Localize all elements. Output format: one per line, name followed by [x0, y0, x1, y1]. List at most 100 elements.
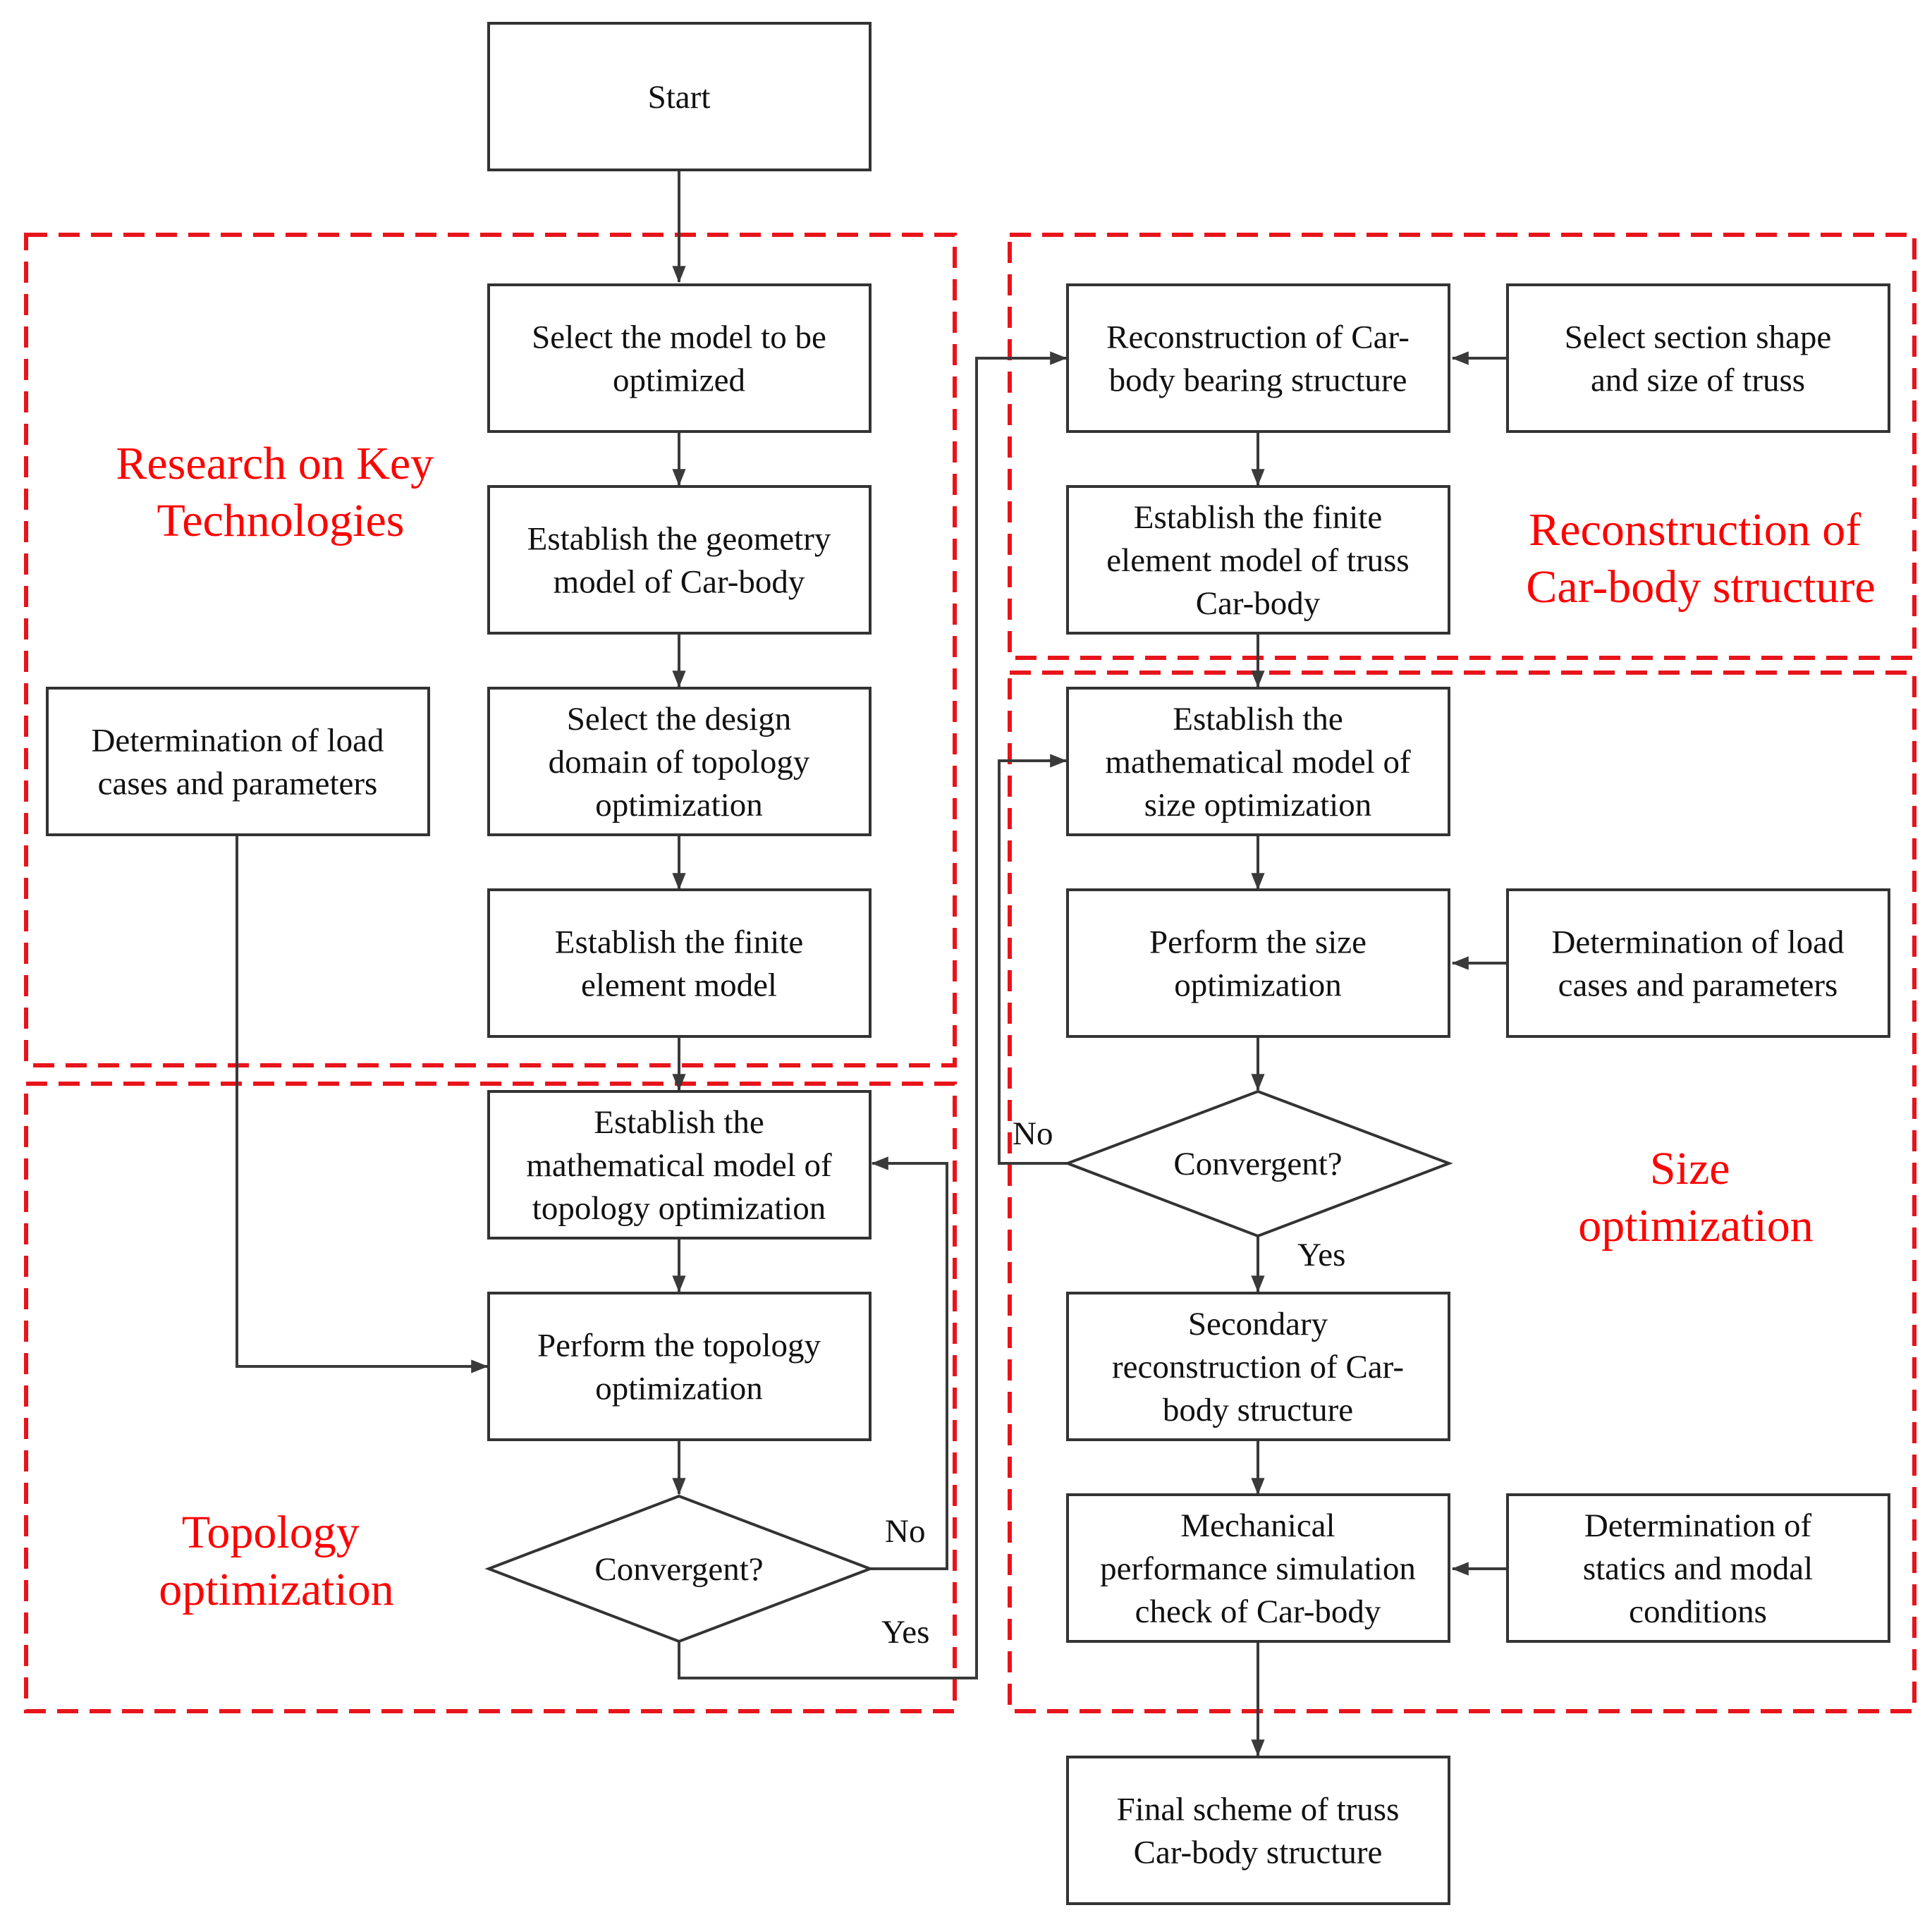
math-model-size-line-2: mathematical model of [1105, 744, 1411, 781]
node-math-model-size-box [1066, 687, 1450, 836]
convergent-topology-line-1: Convergent? [594, 1551, 763, 1588]
node-start-label: Start [648, 79, 711, 116]
node-geometry-model-label: Establish the geometry model of Car-body [527, 521, 831, 601]
node-section-shape: Select section shape and size of truss [1506, 283, 1890, 433]
region-topology-box [24, 1082, 957, 1713]
mechanical-check-line-1: Mechanical [1180, 1507, 1335, 1544]
region-label-reconstruction: Reconstruction of Car-body structure [1526, 504, 1875, 613]
node-load-cases-right-label: Determination of load cases and parameter… [1551, 924, 1844, 1004]
node-reconstruction-bearing: Reconstruction of Car-body bearing struc… [1066, 283, 1450, 433]
region-label-size: Size optimization [1578, 1143, 1814, 1251]
edge-size-no-loop [998, 754, 1068, 1165]
node-section-shape-label: Select section shape and size of truss [1565, 319, 1831, 399]
select-model-line-1: Select the model to be [532, 319, 826, 356]
node-secondary-reconstruction-box [1066, 1292, 1450, 1441]
node-select-model-box [487, 283, 872, 433]
reconstruction-bearing-line-2: body bearing structure [1109, 362, 1407, 399]
secondary-reconstruction-line-3: body structure [1163, 1392, 1353, 1428]
node-geometry-model-box [487, 485, 872, 635]
reconstruction-bearing-line-1: Reconstruction of Car- [1106, 319, 1410, 356]
node-perform-topology: Perform the topology optimization [487, 1292, 872, 1441]
edge-topology-no-loop [870, 1156, 948, 1570]
load-cases-right-line-1: Determination of load [1551, 924, 1844, 961]
node-fe-model-box [487, 888, 872, 1038]
perform-size-line-2: optimization [1174, 967, 1342, 1004]
edge-label-topology-yes: Yes [881, 1614, 929, 1651]
node-convergent-size-label: Convergent? [1173, 1146, 1342, 1182]
statics-modal-line-1: Determination of [1584, 1507, 1812, 1544]
region-reconstruction-line-2: Car-body structure [1526, 561, 1875, 613]
mechanical-check-line-2: performance simulation [1100, 1550, 1416, 1587]
node-perform-topology-label: Perform the topology optimization [537, 1328, 821, 1407]
node-perform-topology-box [487, 1292, 872, 1441]
statics-modal-line-2: statics and modal [1583, 1550, 1813, 1587]
secondary-reconstruction-line-1: Secondary [1188, 1306, 1328, 1342]
node-load-cases-left-box [46, 687, 430, 836]
math-model-size-line-1: Establish the [1173, 701, 1343, 737]
node-start: Start [487, 22, 872, 171]
node-reconstruction-bearing-label: Reconstruction of Car-body bearing struc… [1106, 319, 1410, 399]
edge-label-size-yes: Yes [1297, 1237, 1345, 1273]
edges [236, 171, 1506, 1757]
node-convergent-topology: Convergent? [484, 1494, 874, 1644]
node-perform-size-label: Perform the size optimization [1149, 924, 1367, 1004]
geometry-model-line-1: Establish the geometry [527, 521, 831, 558]
fe-model-line-1: Establish the finite [555, 924, 803, 961]
region-label-topology: Topology optimization [159, 1507, 394, 1615]
region-topology-line-2: optimization [159, 1564, 394, 1615]
region-topology-line-1: Topology [182, 1507, 360, 1558]
fe-model-line-2: element model [581, 967, 777, 1004]
region-research-line-2: Technologies [157, 495, 405, 546]
region-reconstruction-box [1008, 233, 1916, 660]
node-math-model-size: Establish the mathematical model of size o… [1066, 687, 1450, 836]
edge-load-left-to-perform-topology [236, 835, 489, 1373]
node-reconstruction-bearing-box [1066, 283, 1450, 433]
perform-topology-line-1: Perform the topology [537, 1328, 821, 1364]
section-shape-line-2: and size of truss [1591, 362, 1805, 399]
final-scheme-line-1: Final scheme of truss [1117, 1792, 1400, 1828]
load-cases-left-line-2: cases and parameters [98, 766, 378, 802]
node-fe-model-truss: Establish the finite element model of tru… [1066, 485, 1450, 635]
region-reconstruction-line-1: Reconstruction of [1529, 504, 1861, 556]
design-domain-line-2: domain of topology [549, 744, 810, 781]
fe-model-truss-line-1: Establish the finite [1134, 499, 1382, 536]
node-load-cases-right-box [1506, 888, 1890, 1038]
node-load-cases-right: Determination of load cases and parameter… [1506, 888, 1890, 1038]
design-domain-line-1: Select the design [567, 701, 791, 737]
node-fe-model: Establish the finite element model [487, 888, 872, 1038]
math-model-topology-line-1: Establish the [594, 1104, 764, 1141]
region-size-line-1: Size [1650, 1143, 1730, 1194]
node-statics-modal: Determination of statics and modal conditi… [1506, 1493, 1890, 1643]
geometry-model-line-2: model of Car-body [554, 564, 805, 601]
node-convergent-topology-diamond [484, 1494, 874, 1644]
node-mechanical-check-box [1066, 1493, 1450, 1643]
perform-topology-line-2: optimization [595, 1371, 763, 1407]
node-convergent-size: Convergent? [1063, 1089, 1453, 1238]
load-cases-right-line-2: cases and parameters [1558, 967, 1838, 1004]
edge-topology-yes-to-reconstruction [678, 351, 1068, 1679]
node-fe-model-truss-box [1066, 485, 1450, 635]
node-statics-modal-label: Determination of statics and modal conditi… [1583, 1507, 1813, 1630]
statics-modal-line-3: conditions [1629, 1593, 1767, 1630]
node-design-domain-box [487, 687, 872, 836]
math-model-topology-line-3: topology optimization [532, 1190, 826, 1227]
perform-size-line-1: Perform the size [1149, 924, 1367, 961]
node-perform-size: Perform the size optimization [1066, 888, 1450, 1038]
node-math-model-size-label: Establish the mathematical model of size o… [1105, 701, 1411, 824]
edge-label-topology-no: No [885, 1513, 925, 1550]
node-convergent-topology-label: Convergent? [594, 1551, 763, 1588]
math-model-size-line-3: size optimization [1144, 787, 1371, 824]
fe-model-truss-line-2: element model of truss [1106, 542, 1409, 579]
section-shape-line-1: Select section shape [1565, 319, 1831, 356]
